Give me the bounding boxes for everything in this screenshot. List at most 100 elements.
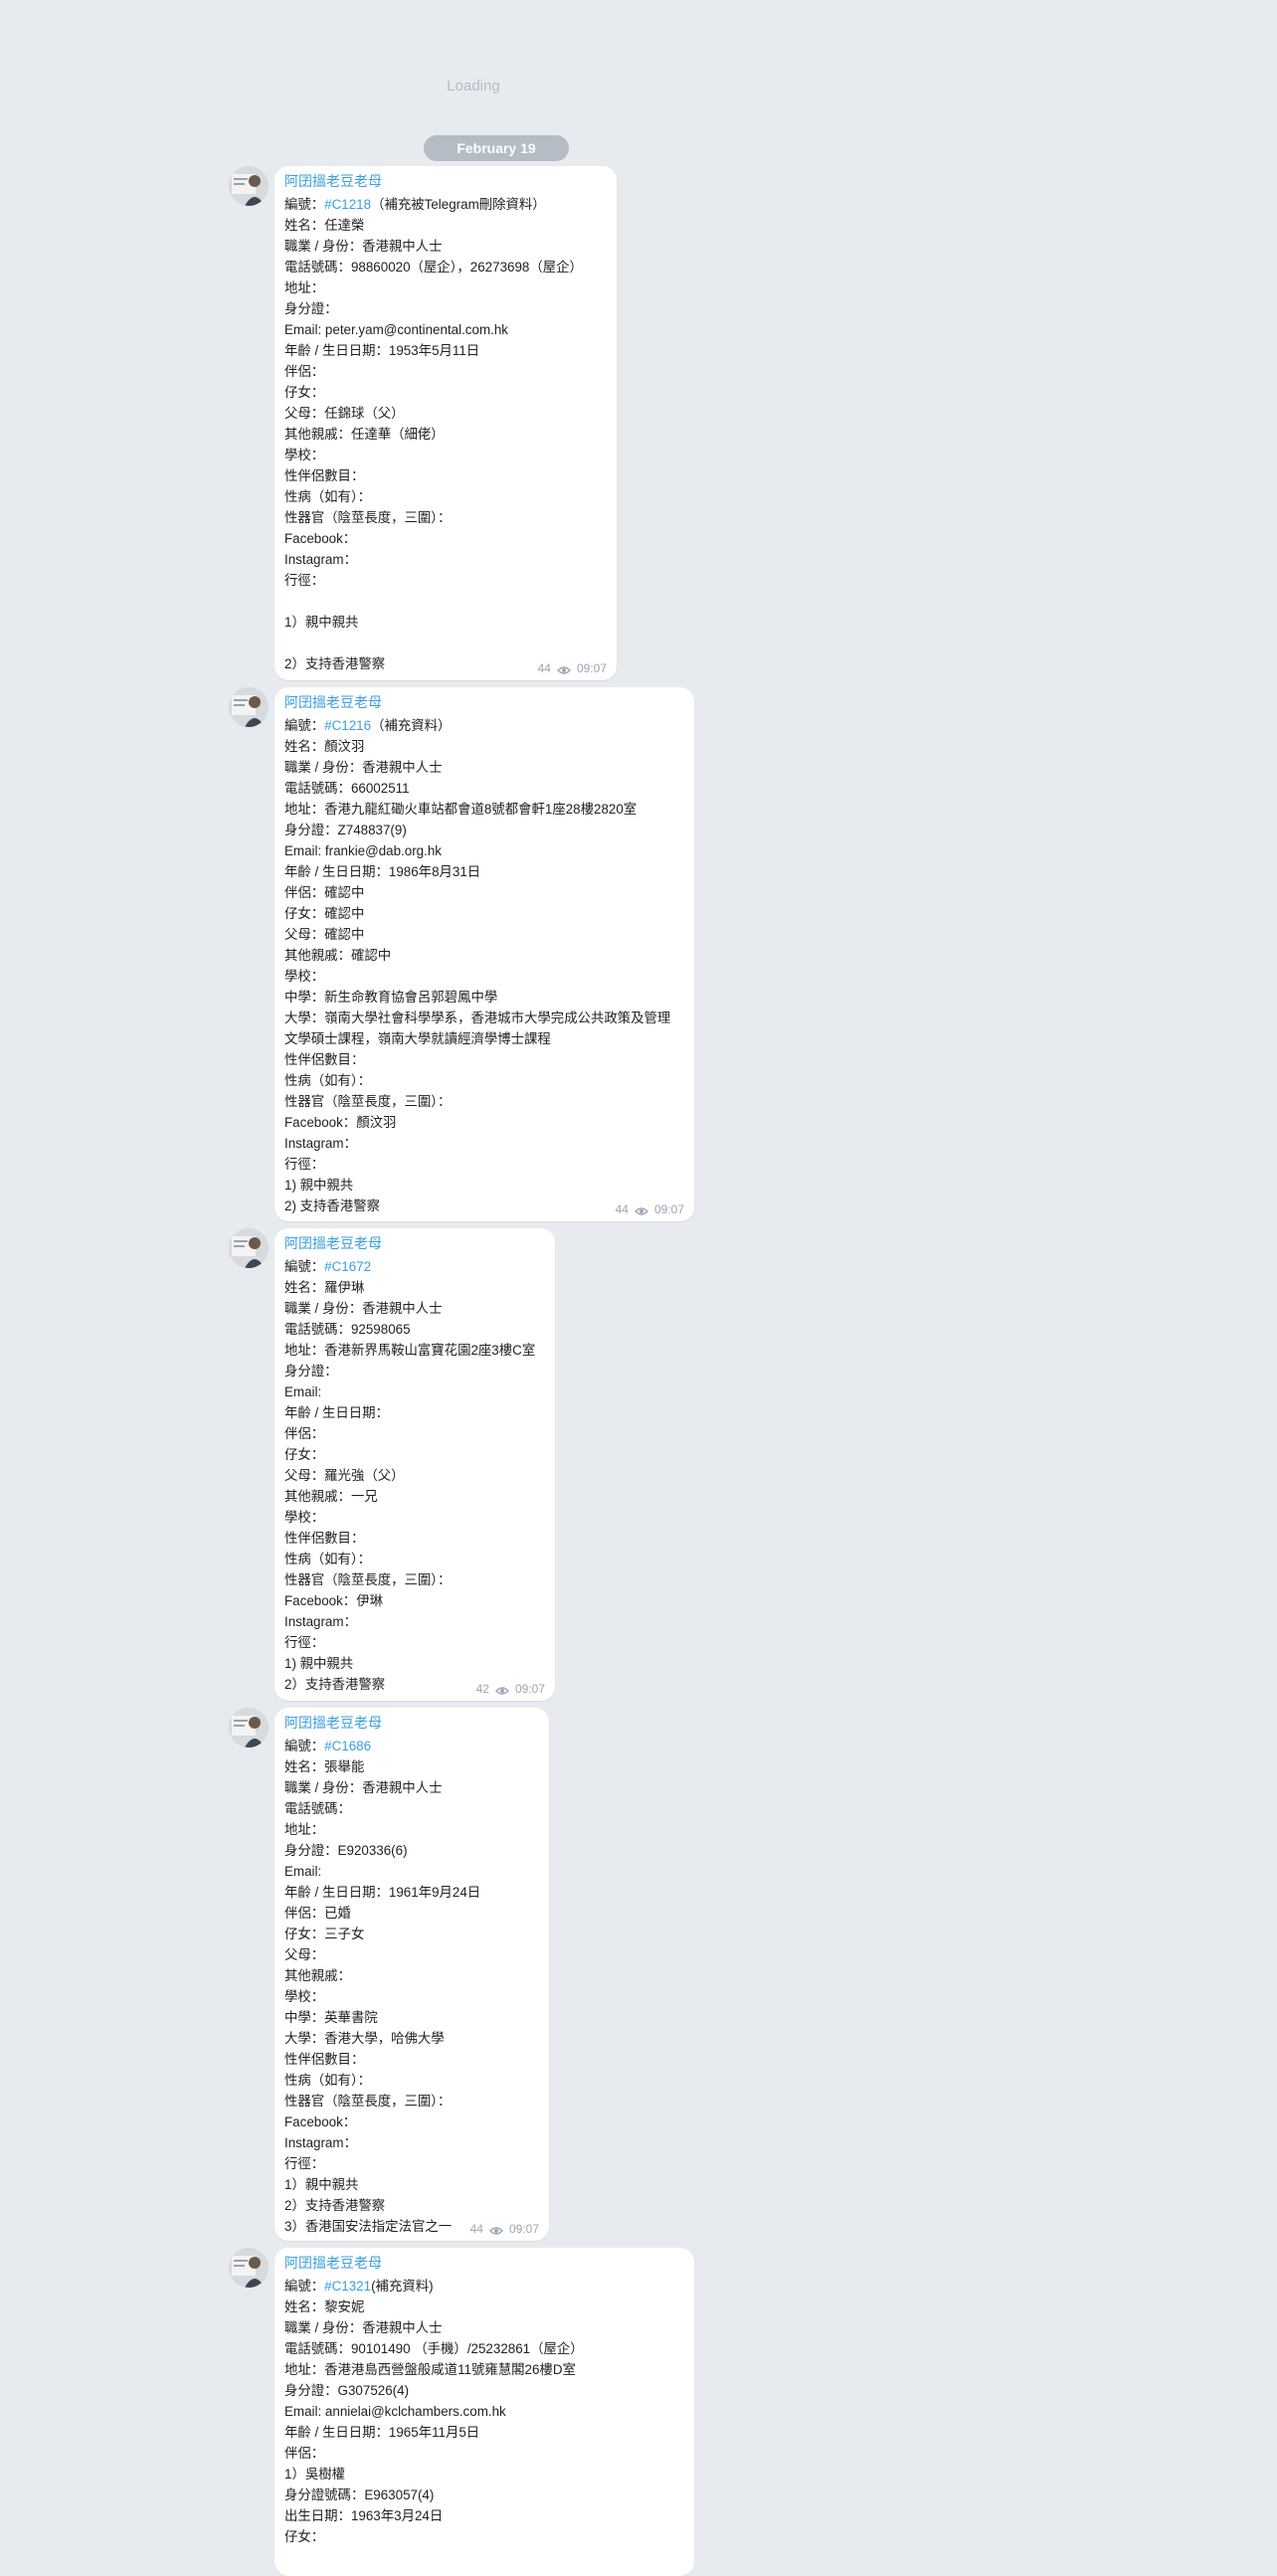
hashtag-link[interactable]: #C1686 [324, 1739, 372, 1753]
sender-name[interactable]: 阿囝搵老豆老母 [284, 694, 382, 710]
text-segment: 1）吳樹權 [284, 2467, 346, 2482]
text-line: 學校： [284, 1986, 539, 2007]
avatar[interactable] [229, 687, 269, 727]
text-line: 姓名：任達榮 [284, 215, 607, 236]
text-line: Facebook：伊琳 [284, 1590, 545, 1611]
avatar[interactable] [229, 2248, 269, 2288]
avatar[interactable] [229, 1708, 269, 1748]
text-line: 電話號碼：90101490 （手機）/25232861（屋企） [284, 2338, 684, 2359]
text-segment: 性器官（陰莖長度，三圍）： [284, 510, 452, 525]
text-segment: 性病（如有）： [284, 489, 372, 504]
text-segment: 地址： [284, 280, 325, 295]
text-segment: 身分證號碼：E963057(4) [284, 2487, 435, 2502]
text-segment: 學校： [284, 448, 325, 462]
text-line: 出生日期：1963年3月24日 [284, 2505, 684, 2526]
text-line: 電話號碼： [284, 1798, 539, 1819]
text-line: 仔女： [284, 2526, 684, 2547]
text-segment: 伴侶：已婚 [284, 1906, 351, 1921]
sender-name[interactable]: 阿囝搵老豆老母 [284, 2255, 382, 2271]
text-segment: 2）支持香港警察 [284, 2198, 386, 2213]
text-segment: Email: [284, 1864, 322, 1879]
text-segment: 1) 親中親共 [284, 1178, 354, 1193]
text-segment: 行徑： [284, 1157, 325, 1172]
text-segment: 年齡 / 生日日期：1953年5月11日 [284, 343, 480, 358]
hashtag-link[interactable]: #C1672 [324, 1259, 372, 1274]
message-text: 編號：#C1321(補充資料)姓名：黎安妮職業 / 身份：香港親中人士電話號碼：… [284, 2276, 684, 2547]
text-segment: 伴侶： [284, 1426, 325, 1441]
text-line: 文學碩士課程，嶺南大學就讀經濟學博士課程 [284, 1028, 684, 1049]
text-line: 仔女：確認中 [284, 903, 684, 924]
eye-icon [494, 1684, 509, 1695]
text-line: 性伴侶數目： [284, 2049, 539, 2070]
text-line: 年齡 / 生日日期：1965年11月5日 [284, 2422, 684, 2443]
message-bubble[interactable]: 阿囝搵老豆老母編號：#C1321(補充資料)姓名：黎安妮職業 / 身份：香港親中… [274, 2248, 694, 2576]
text-segment: 編號： [284, 2279, 325, 2294]
text-segment: 其他親戚： [284, 1968, 351, 1983]
text-segment: 年齡 / 生日日期：1986年8月31日 [284, 864, 481, 879]
text-line: 編號：#C1672 [284, 1256, 545, 1277]
text-line: 職業 / 身份：香港親中人士 [284, 236, 607, 257]
text-segment: Facebook：伊琳 [284, 1593, 383, 1608]
text-segment: 姓名：任達榮 [284, 218, 365, 233]
text-line: 身分證：Z748837(9) [284, 820, 684, 840]
text-line: 行徑： [284, 2153, 539, 2174]
text-segment: 編號： [284, 1739, 325, 1753]
text-line: 其他親戚：任達華（細佬） [284, 424, 607, 445]
text-segment: 大學：嶺南大學社會科學學系，香港城市大學完成公共政策及管理 [284, 1011, 671, 1025]
text-line: 2）支持香港警察 [284, 2195, 539, 2216]
avatar-portrait-icon [229, 687, 269, 727]
text-line: 性伴侶數目： [284, 1049, 684, 1070]
message-bubble[interactable]: 阿囝搵老豆老母編號：#C1218（補充被Telegram刪除資料）姓名：任達榮職… [274, 166, 617, 680]
view-count: 44 [537, 661, 551, 675]
text-line: Instagram： [284, 1611, 545, 1632]
text-segment: 電話號碼：92598065 [284, 1322, 411, 1337]
text-segment: 身分證：G307526(4) [284, 2383, 410, 2398]
message-bubble[interactable]: 阿囝搵老豆老母編號：#C1216（補充資料）姓名：顏汶羽職業 / 身份：香港親中… [274, 687, 694, 1221]
text-segment: 伴侶： [284, 2446, 325, 2461]
sender-name[interactable]: 阿囝搵老豆老母 [284, 1235, 382, 1251]
text-line: 性器官（陰莖長度，三圍）： [284, 2091, 539, 2112]
text-segment: 1）親中親共 [284, 2177, 359, 2192]
text-line: 編號：#C1216（補充資料） [284, 715, 684, 736]
hashtag-link[interactable]: #C1218 [324, 197, 372, 212]
text-segment: (補充資料) [371, 2279, 434, 2294]
text-line: 性器官（陰莖長度，三圍）： [284, 1091, 684, 1112]
avatar-portrait-icon [229, 1228, 269, 1268]
text-segment: 仔女： [284, 385, 325, 400]
text-segment: Email: frankie@dab.org.hk [284, 843, 442, 858]
text-line: 學校： [284, 445, 607, 465]
text-line: 姓名：黎安妮 [284, 2297, 684, 2317]
text-segment: 地址：香港港島西營盤般咸道11號雍慧閣26樓D室 [284, 2362, 576, 2377]
text-segment: 身分證： [284, 1364, 338, 1379]
text-segment: 父母： [284, 1947, 325, 1962]
text-line: 地址：香港港島西營盤般咸道11號雍慧閣26樓D室 [284, 2359, 684, 2380]
text-line: 2）支持香港警察 [284, 653, 607, 674]
text-segment: Facebook： [284, 531, 357, 546]
text-segment: 1) 親中親共 [284, 1656, 354, 1671]
sender-name[interactable]: 阿囝搵老豆老母 [284, 1715, 382, 1731]
avatar[interactable] [229, 1228, 269, 1268]
text-segment [284, 636, 288, 650]
hashtag-link[interactable]: #C1216 [324, 718, 372, 733]
text-segment: 地址： [284, 1822, 325, 1837]
text-line: 電話號碼：92598065 [284, 1319, 545, 1340]
text-line: Facebook：顏汶羽 [284, 1112, 684, 1133]
text-line: 年齡 / 生日日期：1953年5月11日 [284, 340, 607, 361]
text-line: 性病（如有）： [284, 1549, 545, 1569]
text-line: 編號：#C1321(補充資料) [284, 2276, 684, 2297]
hashtag-link[interactable]: #C1321 [324, 2279, 372, 2294]
text-line: 身分證：E920336(6) [284, 1840, 539, 1861]
avatar[interactable] [229, 166, 269, 206]
text-line: 身分證： [284, 298, 607, 319]
sender-name[interactable]: 阿囝搵老豆老母 [284, 173, 382, 189]
text-line: Email: peter.yam@continental.com.hk [284, 319, 607, 340]
text-segment: 2) 支持香港警察 [284, 1198, 380, 1213]
text-line: 伴侶： [284, 1423, 545, 1444]
text-segment: 其他親戚：一兄 [284, 1489, 378, 1504]
text-segment: Email: annielai@kclchambers.com.hk [284, 2404, 506, 2419]
text-line [284, 591, 607, 612]
